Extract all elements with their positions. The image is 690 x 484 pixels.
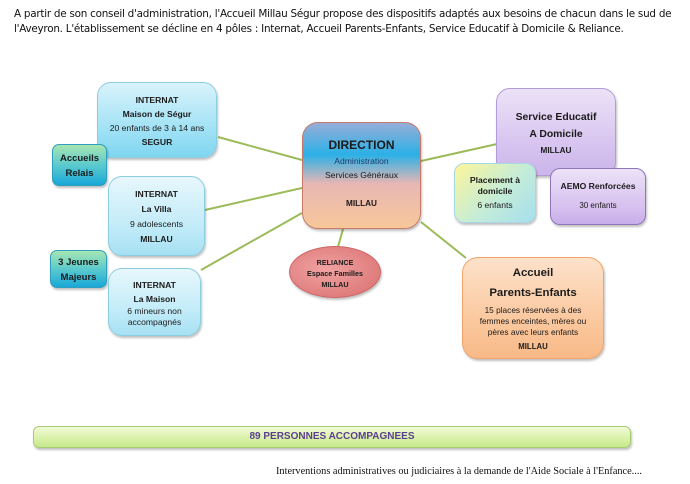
node-placement-a-domicile: Placement à domicile 6 enfants xyxy=(454,163,536,223)
connector-direction-reliance xyxy=(337,228,344,248)
placement-detail: 6 enfants xyxy=(477,200,513,210)
node-reliance: RELIANCE Espace Familles MILLAU xyxy=(289,246,381,298)
ape-detail-2: femmes enceintes, mères ou xyxy=(479,316,587,326)
tag-jeunes-majeurs: 3 Jeunes Majeurs xyxy=(50,250,107,288)
tag-line-2: Majeurs xyxy=(60,272,97,283)
connector-direction-ape xyxy=(420,221,467,259)
ape-line-2: Parents-Enfants xyxy=(489,287,577,299)
sed-place: MILLAU xyxy=(540,146,572,155)
ape-place: MILLAU xyxy=(518,342,548,351)
connector-maison-direction xyxy=(200,212,303,271)
node-aemo-renforcees: AEMO Renforcées 30 enfants xyxy=(550,168,646,225)
node-detail-2: accompagnés xyxy=(127,317,182,327)
ape-detail-1: 15 places réservées à des xyxy=(484,305,582,315)
node-internat-maison-de-segur: INTERNAT Maison de Ségur 20 enfants de 3… xyxy=(97,82,217,158)
intro-line-2: l'Aveyron. L'établissement se décline en… xyxy=(14,23,624,35)
intro-line-1: A partir de son conseil d'administration… xyxy=(14,8,672,20)
reliance-line-3: MILLAU xyxy=(321,280,349,289)
node-name: La Villa xyxy=(141,204,172,214)
node-service-educatif-a-domicile: Service Educatif A Domicile MILLAU xyxy=(496,88,616,176)
direction-line-1: Administration xyxy=(334,156,389,166)
node-internat-la-villa: INTERNAT La Villa 9 adolescents MILLAU xyxy=(108,176,205,256)
node-name: La Maison xyxy=(133,294,176,304)
reliance-line-2: Espace Familles xyxy=(307,269,363,278)
direction-line-2: Services Généraux xyxy=(324,170,399,180)
node-type: INTERNAT xyxy=(135,189,178,199)
node-direction: DIRECTION Administration Services Généra… xyxy=(302,122,421,229)
connector-direction-sed xyxy=(420,143,498,162)
node-place: MILLAU xyxy=(140,234,173,244)
node-detail-1: 6 mineurs non xyxy=(127,306,182,316)
ape-detail-3: pères avec leurs enfants xyxy=(487,327,579,337)
node-type: INTERNAT xyxy=(135,95,179,105)
ape-line-1: Accueil xyxy=(512,267,554,279)
node-detail: 9 adolescents xyxy=(129,219,184,229)
placement-line-1: Placement à xyxy=(469,175,521,185)
node-accueil-parents-enfants: Accueil Parents-Enfants 15 places réserv… xyxy=(462,257,604,359)
aemo-title: AEMO Renforcées xyxy=(560,181,636,191)
reliance-line-1: RELIANCE xyxy=(316,258,354,267)
total-banner: 89 PERSONNES ACCOMPAGNEES xyxy=(33,426,631,448)
node-detail: 20 enfants de 3 à 14 ans xyxy=(109,123,205,133)
connector-segur-direction xyxy=(217,136,303,161)
direction-place: MILLAU xyxy=(346,199,377,208)
node-place: SEGUR xyxy=(141,137,173,147)
node-type: INTERNAT xyxy=(133,280,176,290)
direction-title: DIRECTION xyxy=(328,138,395,152)
sed-line-1: Service Educatif xyxy=(515,112,597,123)
intro-text: A partir de son conseil d'administration… xyxy=(14,7,684,37)
aemo-detail: 30 enfants xyxy=(579,201,617,210)
sed-line-2: A Domicile xyxy=(529,129,583,140)
footer-note: Interventions administratives ou judicia… xyxy=(276,466,642,477)
node-internat-la-maison: INTERNAT La Maison 6 mineurs non accompa… xyxy=(108,268,201,336)
tag-line-2: Relais xyxy=(65,168,94,179)
tag-line-1: Accueils xyxy=(59,153,100,164)
connector-villa-direction xyxy=(204,187,303,211)
tag-line-1: 3 Jeunes xyxy=(58,257,99,268)
placement-line-2: domicile xyxy=(477,186,513,196)
node-name: Maison de Ségur xyxy=(122,109,192,119)
tag-accueils-relais: Accueils Relais xyxy=(52,144,107,186)
